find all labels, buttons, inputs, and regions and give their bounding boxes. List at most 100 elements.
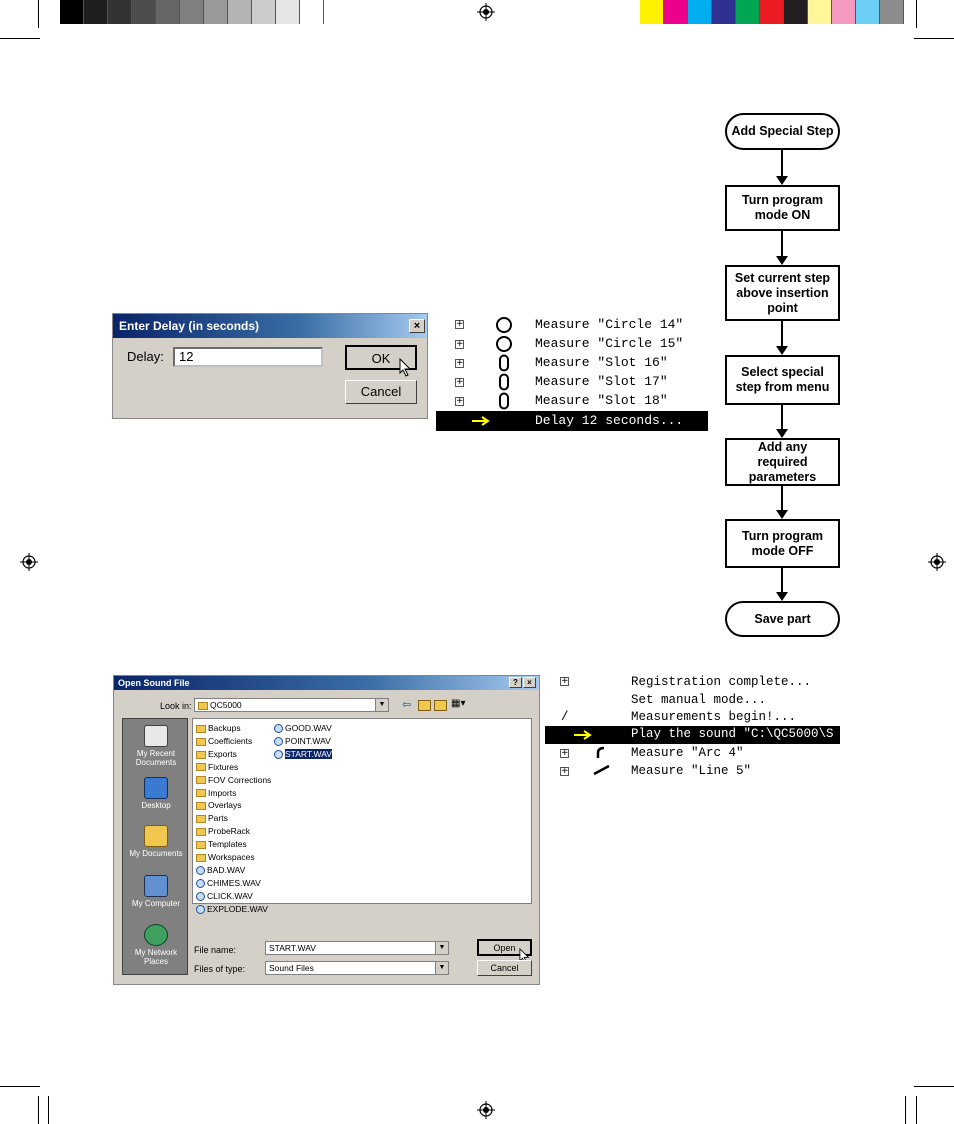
gray-swatch xyxy=(300,0,324,24)
list-item[interactable]: Measure "Slot 18" xyxy=(535,393,668,408)
slot-icon xyxy=(499,392,509,410)
expand-icon[interactable]: + xyxy=(455,396,464,406)
crop-mark xyxy=(38,0,39,28)
sound-file-item[interactable]: CLICK.WAV xyxy=(196,890,253,902)
file-name-input[interactable]: START.WAV ▼ xyxy=(265,941,449,955)
sound-file-icon xyxy=(196,879,205,889)
close-icon[interactable]: × xyxy=(523,677,536,688)
folder-item[interactable]: Fixtures xyxy=(196,761,238,773)
expand-icon[interactable]: + xyxy=(455,377,464,387)
list-item[interactable]: Measure "Circle 15" xyxy=(535,336,684,351)
process-swatch xyxy=(688,0,712,24)
flow-step-save-part: Save part xyxy=(725,601,840,637)
flow-step-add-special-step: Add Special Step xyxy=(725,113,840,150)
close-icon[interactable]: × xyxy=(409,319,425,333)
folder-name: Templates xyxy=(208,839,247,850)
folder-item[interactable]: Overlays xyxy=(196,799,242,811)
folder-icon xyxy=(196,724,206,733)
list-item[interactable]: Measure "Arc 4" xyxy=(631,746,744,760)
expand-icon[interactable]: + xyxy=(560,676,569,686)
expand-icon[interactable]: + xyxy=(560,748,569,758)
folder-icon xyxy=(196,802,206,811)
sound-file-item[interactable]: CHIMES.WAV xyxy=(196,877,261,889)
flow-arrow xyxy=(781,568,783,593)
flow-arrow xyxy=(781,150,783,178)
up-folder-icon[interactable] xyxy=(418,700,431,711)
sound-file-item[interactable]: START.WAV xyxy=(274,748,332,760)
folder-icon xyxy=(196,840,206,849)
file-name-value: START.WAV xyxy=(269,943,316,953)
list-item[interactable]: Measure "Slot 17" xyxy=(535,374,668,389)
folder-item[interactable]: Backups xyxy=(196,722,241,734)
selected-step-row[interactable]: Delay 12 seconds... xyxy=(436,411,708,431)
cancel-button[interactable]: Cancel xyxy=(345,380,417,404)
expand-icon[interactable]: + xyxy=(455,339,464,349)
crop-mark xyxy=(48,1096,49,1124)
list-item[interactable]: Measurements begin!... xyxy=(631,710,797,724)
help-icon[interactable]: ? xyxy=(509,677,522,688)
folder-item[interactable]: FOV Corrections xyxy=(196,774,271,786)
list-item[interactable]: Measure "Circle 14" xyxy=(535,317,684,332)
file-name-label: File name: xyxy=(194,945,237,955)
folder-item[interactable]: Imports xyxy=(196,787,236,799)
chevron-down-icon: ▼ xyxy=(435,942,448,954)
folder-icon xyxy=(196,827,206,836)
flow-step-set-current-step: Set current step above insertion point xyxy=(725,265,840,321)
folder-item[interactable]: Workspaces xyxy=(196,851,255,863)
sound-file-item[interactable]: BAD.WAV xyxy=(196,864,245,876)
sound-file-item[interactable]: GOOD.WAV xyxy=(274,722,332,734)
file-type-select[interactable]: Sound Files ▼ xyxy=(265,961,449,975)
folder-item[interactable]: Coefficients xyxy=(196,735,252,747)
place-my-network-places[interactable]: My Network Places xyxy=(123,924,189,966)
dialog-title: Enter Delay (in seconds) xyxy=(113,314,427,338)
back-icon[interactable]: ⇦ xyxy=(402,699,412,711)
process-swatch xyxy=(808,0,832,24)
flow-arrow xyxy=(781,405,783,430)
delay-input[interactable]: 12 xyxy=(173,347,323,367)
file-name: GOOD.WAV xyxy=(285,723,332,733)
file-name: CHIMES.WAV xyxy=(207,877,261,888)
place-my-computer[interactable]: My Computer xyxy=(123,875,189,908)
folder-item[interactable]: Templates xyxy=(196,838,247,850)
arc-icon xyxy=(596,746,605,758)
sound-file-item[interactable]: EXPLODE.WAV xyxy=(196,903,268,915)
flow-arrowhead xyxy=(776,592,788,601)
slot-icon xyxy=(499,373,509,391)
place-my-recent-documents[interactable]: My Recent Documents xyxy=(123,725,189,767)
gray-swatch xyxy=(60,0,84,24)
list-item[interactable]: Registration complete... xyxy=(631,675,812,689)
ok-button[interactable]: OK xyxy=(345,345,417,370)
list-item[interactable]: Set manual mode... xyxy=(631,693,767,707)
expand-icon[interactable]: + xyxy=(455,358,464,368)
view-menu-icon[interactable]: ▦▾ xyxy=(451,698,466,709)
open-button[interactable]: Open xyxy=(477,939,532,956)
folder-icon xyxy=(196,815,206,824)
place-desktop[interactable]: Desktop xyxy=(123,777,189,810)
crop-mark xyxy=(905,1096,906,1124)
list-item[interactable]: Measure "Slot 16" xyxy=(535,355,668,370)
folder-name: Backups xyxy=(208,723,241,733)
network-places-icon xyxy=(144,924,168,946)
line-icon xyxy=(593,764,610,776)
new-folder-icon[interactable] xyxy=(434,700,447,711)
cancel-button[interactable]: Cancel xyxy=(477,960,532,976)
place-my-documents[interactable]: My Documents xyxy=(123,825,189,858)
expand-icon[interactable]: + xyxy=(455,319,464,329)
chevron-down-icon: ▼ xyxy=(375,699,388,711)
list-item[interactable]: Measure "Line 5" xyxy=(631,764,752,778)
crop-mark xyxy=(0,38,40,39)
sound-file-item[interactable]: POINT.WAV xyxy=(274,735,331,747)
expand-icon[interactable]: + xyxy=(560,766,569,776)
process-swatch xyxy=(760,0,784,24)
flow-arrowhead xyxy=(776,256,788,265)
slot-icon xyxy=(499,354,509,372)
selected-step-text: Play the sound "C:\QC5000\S xyxy=(631,727,834,741)
folder-item[interactable]: ProbeRack xyxy=(196,825,250,837)
sound-file-icon xyxy=(196,866,205,876)
color-bar xyxy=(640,0,904,24)
folder-item[interactable]: Parts xyxy=(196,812,228,824)
look-in-select[interactable]: QC5000 ▼ xyxy=(194,698,389,712)
folder-item[interactable]: Exports xyxy=(196,748,237,760)
folder-name: Workspaces xyxy=(208,852,255,862)
selected-step-row[interactable]: Play the sound "C:\QC5000\S xyxy=(545,726,840,744)
